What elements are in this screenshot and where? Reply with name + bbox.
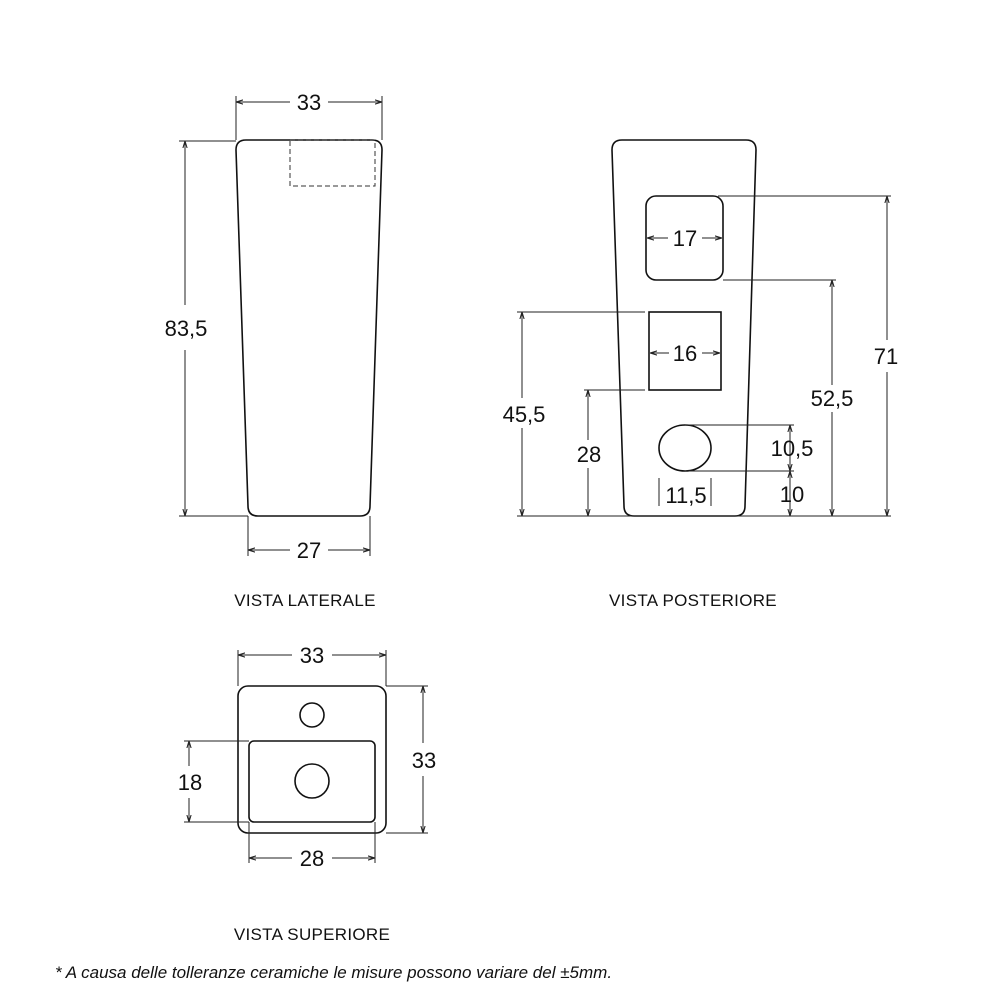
rear-view: 17 16 11,5 10,5 10 52,5 71 45,5 28 VISTA… (503, 139, 898, 610)
drain-hole (658, 424, 712, 472)
dim-lower-opening: 16 (673, 341, 697, 366)
dim-side-bottom-width: 27 (297, 538, 321, 563)
side-body-outline (235, 139, 383, 517)
top-view-label: VISTA SUPERIORE (234, 925, 390, 944)
dim-basin-depth: 18 (178, 770, 202, 795)
side-view: 33 83,5 27 VISTA LATERALE (165, 90, 383, 610)
dim-side-height: 83,5 (165, 316, 208, 341)
rear-view-label: VISTA POSTERIORE (609, 591, 777, 610)
dim-upper-opening-bottom: 52,5 (811, 386, 854, 411)
side-basin-hidden-line (289, 139, 376, 187)
lower-opening (648, 311, 722, 391)
top-view: 33 33 18 28 VISTA SUPERIORE (178, 643, 436, 944)
dim-upper-opening-top: 71 (874, 344, 898, 369)
dim-top-depth: 33 (412, 748, 436, 773)
tap-hole (299, 702, 325, 728)
dim-drain-from-floor: 10 (780, 482, 804, 507)
drain-circle (294, 763, 330, 799)
dim-side-top-width: 33 (297, 90, 321, 115)
dim-upper-opening: 17 (673, 226, 697, 251)
upper-opening (645, 195, 724, 281)
dim-lower-opening-top: 45,5 (503, 402, 546, 427)
dim-basin-width: 28 (300, 846, 324, 871)
dim-drain-height: 10,5 (771, 436, 814, 461)
tolerance-footnote: * A causa delle tolleranze ceramiche le … (55, 963, 612, 982)
side-view-label: VISTA LATERALE (234, 591, 376, 610)
dim-lower-opening-bottom: 28 (577, 442, 601, 467)
dim-drain-width: 11,5 (665, 483, 706, 508)
dim-top-width: 33 (300, 643, 324, 668)
